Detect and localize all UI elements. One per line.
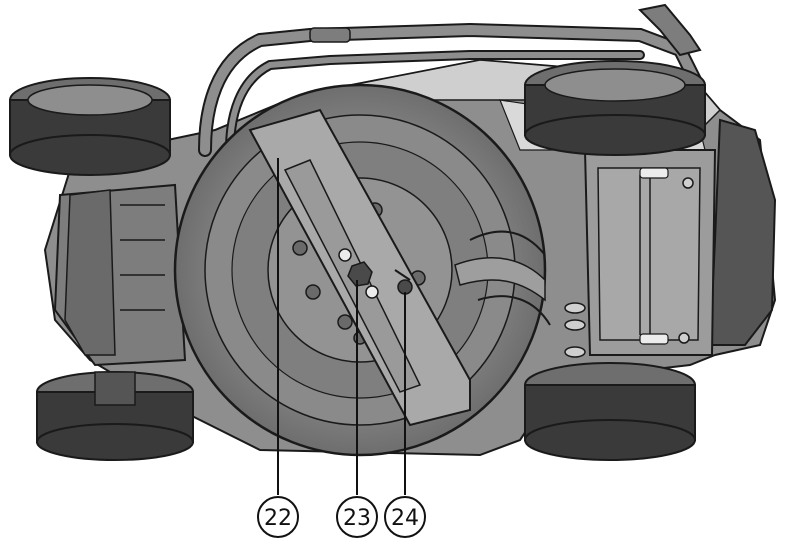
callout-24: 24 [384, 496, 426, 538]
front-grille [53, 183, 187, 367]
mower-handle [198, 3, 703, 157]
callout-22-label: 22 [264, 506, 292, 531]
wheel-rear-top [524, 60, 706, 156]
wheel-rear-bottom [524, 362, 696, 461]
wheel-front-top [9, 77, 171, 176]
callout-23: 23 [336, 496, 378, 538]
wheel-front-bottom [36, 371, 194, 461]
callout-23-label: 23 [343, 506, 371, 531]
rear-flap-panel [583, 149, 717, 356]
blade-nut [347, 261, 373, 287]
callout-22: 22 [257, 496, 299, 538]
height-adjust-knobs [564, 302, 586, 358]
callout-24-label: 24 [391, 506, 419, 531]
